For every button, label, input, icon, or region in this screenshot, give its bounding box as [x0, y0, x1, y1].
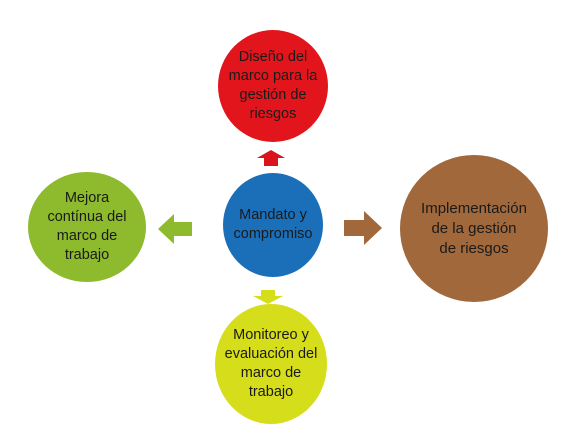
- arrow-up-icon: [257, 150, 285, 166]
- node-design-framework-label: Diseño del marco para la gestión de ries…: [228, 49, 318, 122]
- node-implementation: Implementación de la gestión de riesgos: [400, 155, 548, 302]
- node-monitoring-evaluation: Monitoreo y evaluación del marco de trab…: [215, 304, 327, 424]
- node-mandate-commitment-label: Mandato y compromiso: [233, 207, 313, 242]
- arrow-left-icon: [158, 214, 192, 244]
- node-continuous-improvement: Mejora contínua del marco de trabajo: [28, 172, 146, 282]
- node-design-framework: Diseño del marco para la gestión de ries…: [218, 30, 328, 142]
- arrow-down-icon: [253, 290, 283, 304]
- node-monitoring-evaluation-label: Monitoreo y evaluación del marco de trab…: [224, 327, 318, 400]
- node-mandate-commitment: Mandato y compromiso: [223, 173, 323, 277]
- arrow-right-icon: [344, 211, 382, 245]
- node-continuous-improvement-label: Mejora contínua del marco de trabajo: [47, 190, 127, 263]
- node-implementation-label: Implementación de la gestión de riesgos: [421, 199, 527, 257]
